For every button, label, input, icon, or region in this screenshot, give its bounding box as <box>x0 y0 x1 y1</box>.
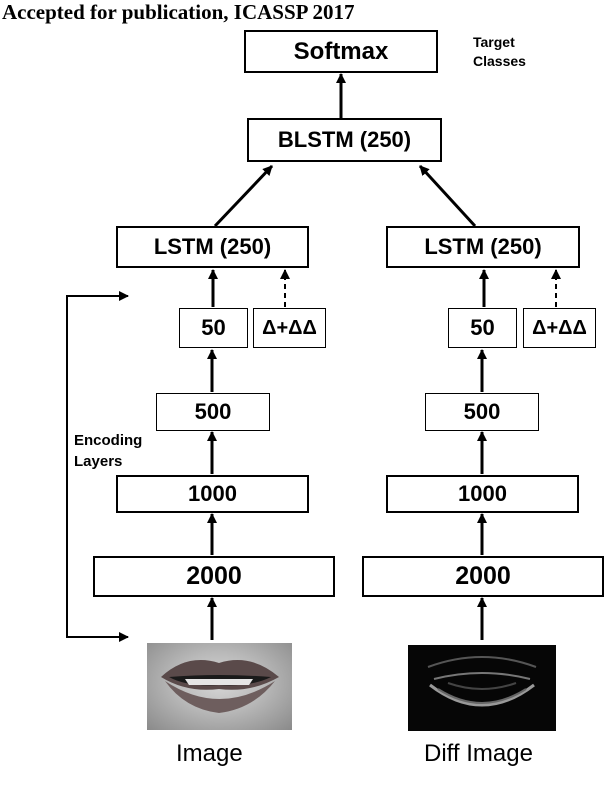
right-2000-label: 2000 <box>455 562 511 590</box>
blstm-box: BLSTM (250) <box>247 118 442 162</box>
skip-bracket <box>66 295 126 638</box>
left-lstm-label: LSTM (250) <box>153 234 272 259</box>
left-lstm-box: LSTM (250) <box>116 226 309 268</box>
right-50-box: 50 <box>448 308 517 348</box>
arrow-right-lstm-blstm <box>418 164 477 228</box>
blstm-label: BLSTM (250) <box>277 127 412 152</box>
right-50-label: 50 <box>470 315 495 340</box>
left-50-box: 50 <box>179 308 248 348</box>
left-50-label: 50 <box>201 315 226 340</box>
mouth-drawing <box>161 660 279 713</box>
left-1000-label: 1000 <box>188 481 237 506</box>
left-delta-label: Δ+ΔΔ <box>262 316 317 339</box>
right-lstm-box: LSTM (250) <box>386 226 580 268</box>
right-500-box: 500 <box>425 393 539 431</box>
target-classes-label: Target Classes <box>473 34 526 69</box>
encoding-layers-label: Encoding Layers <box>74 432 143 470</box>
left-500-label: 500 <box>194 399 232 424</box>
diff-image-caption: Diff Image <box>424 740 533 767</box>
right-delta-label: Δ+ΔΔ <box>532 316 587 339</box>
image-caption: Image <box>176 740 243 767</box>
left-delta-box: Δ+ΔΔ <box>253 308 326 348</box>
diff-drawing <box>427 656 537 707</box>
right-1000-box: 1000 <box>386 475 579 513</box>
right-1000-label: 1000 <box>458 481 507 506</box>
left-1000-box: 1000 <box>116 475 309 513</box>
left-2000-box: 2000 <box>93 556 335 597</box>
right-500-label: 500 <box>463 399 501 424</box>
softmax-box: Softmax <box>244 30 438 73</box>
softmax-label: Softmax <box>293 37 389 65</box>
right-delta-box: Δ+ΔΔ <box>523 308 596 348</box>
diff-image <box>408 645 556 731</box>
right-lstm-label: LSTM (250) <box>424 234 542 259</box>
mouth-image <box>147 643 292 730</box>
arrow-left-lstm-blstm <box>213 164 274 228</box>
right-2000-box: 2000 <box>362 556 604 597</box>
left-500-box: 500 <box>156 393 270 431</box>
left-2000-label: 2000 <box>186 562 242 590</box>
header-text: Accepted for publication, ICASSP 2017 <box>2 0 355 24</box>
